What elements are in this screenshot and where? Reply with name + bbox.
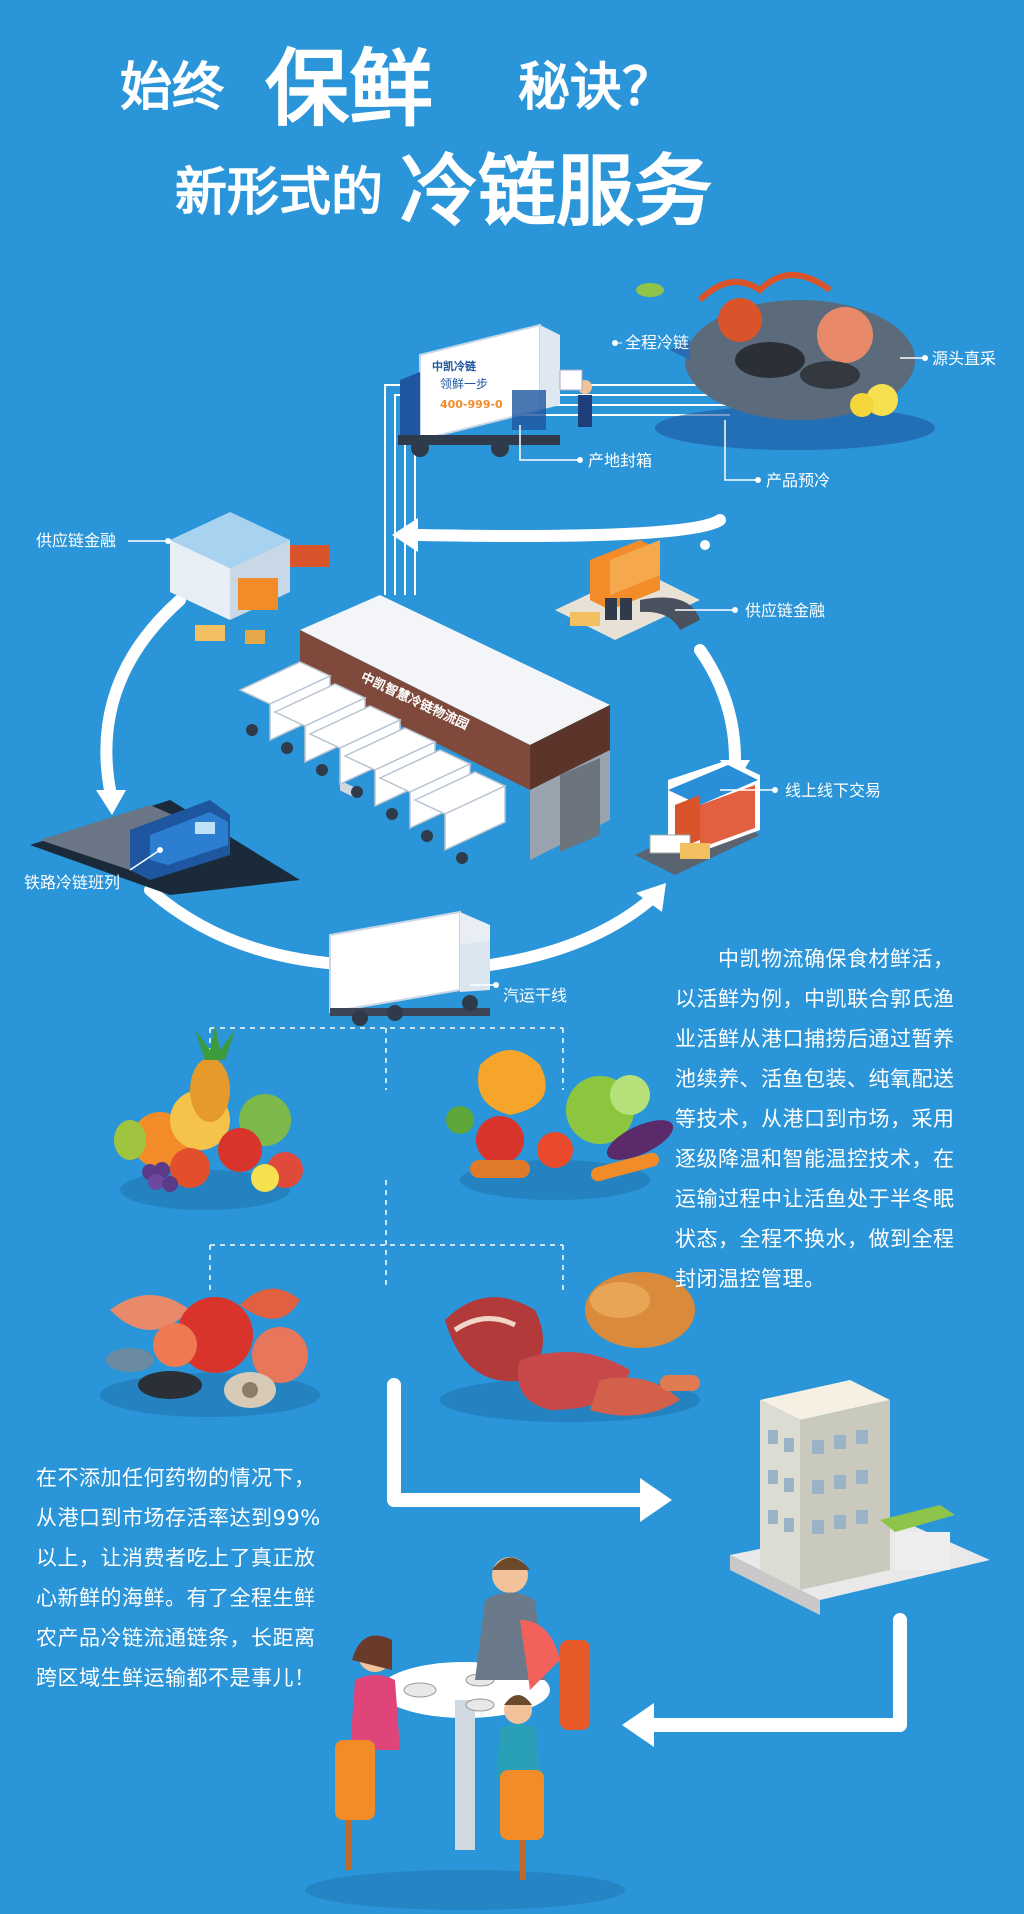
truck-phone: 400-999-0 — [440, 398, 503, 411]
building-icon — [730, 1380, 990, 1615]
title-small-c: 新形式的 — [175, 163, 383, 223]
truck-slogan: 领鲜一步 — [440, 377, 488, 391]
svg-text:源头直采: 源头直采 — [932, 349, 996, 368]
arrowheads-bottom — [622, 1478, 672, 1747]
arrowhead — [636, 883, 666, 912]
truck-brand: 中凯冷链 — [432, 359, 477, 373]
meat-icon — [440, 1272, 700, 1422]
seafood-platter-icon — [636, 272, 935, 450]
arrowhead — [622, 1703, 654, 1747]
svg-text:线上线下交易: 线上线下交易 — [785, 781, 881, 800]
svg-text:供应链金融: 供应链金融 — [36, 531, 116, 550]
svg-text:产品预冷: 产品预冷 — [766, 471, 830, 490]
callout-source-direct: 源头直采 — [900, 349, 996, 368]
description-right: 中凯物流确保食材鲜活， 以活鲜为例，中凯联合郭氏渔 业活鲜从港口捕捞后通过暂养 … — [675, 947, 955, 1291]
shop-icon — [555, 540, 710, 640]
svg-text:铁路冷链班列: 铁路冷链班列 — [24, 873, 120, 892]
family-dining-icon — [305, 1557, 625, 1910]
title-lettering: 始终 保鲜 秘诀？ 新形式的 冷链服务 — [120, 40, 712, 237]
title-small-a: 始终 — [120, 58, 225, 118]
svg-text:全程冷链: 全程冷链 — [625, 333, 689, 352]
callout-origin-packing: 产地封箱 — [519, 425, 652, 470]
callout-online-offline: 线上线下交易 — [720, 781, 881, 800]
seafood-icon — [100, 1288, 320, 1417]
arrowhead — [640, 1478, 672, 1522]
title-small-b: 秘诀？ — [518, 58, 674, 118]
callout-supply-finance-right: 供应链金融 — [675, 601, 825, 620]
title-big-b: 冷链服务 — [400, 147, 712, 237]
train-icon — [30, 800, 300, 895]
svg-text:产地封箱: 产地封箱 — [588, 451, 652, 470]
title-big-a: 保鲜 — [265, 40, 433, 138]
online-store-icon — [635, 760, 760, 875]
fruits-icon — [114, 1025, 303, 1210]
refrigerated-truck-icon: 中凯冷链 领鲜一步 400-999-0 — [398, 323, 592, 457]
truck-icon — [329, 910, 490, 1026]
callout-supply-finance-left: 供应链金融 — [36, 531, 171, 550]
callout-product-precool: 产品预冷 — [724, 420, 830, 490]
description-left: 在不添加任何药物的情况下， 从港口到市场存活率达到99% 以上，让消费者吃上了真… — [36, 1466, 321, 1690]
svg-text:供应链金融: 供应链金融 — [745, 601, 825, 620]
flow-arrow-to-building — [387, 1378, 907, 1732]
warehouse-icon — [170, 512, 330, 644]
flow-arrows — [100, 514, 741, 971]
callout-whole-cold-chain: 全程冷链 — [612, 333, 689, 352]
callout-rail: 铁路冷链班列 — [24, 847, 163, 892]
svg-text:汽运干线: 汽运干线 — [503, 986, 567, 1005]
vegetables-icon — [446, 1050, 674, 1200]
arrowhead — [96, 790, 126, 815]
cold-chain-hub-icon: 中凯智慧冷链物流园 — [238, 595, 610, 864]
callout-road: 汽运干线 — [470, 982, 567, 1005]
